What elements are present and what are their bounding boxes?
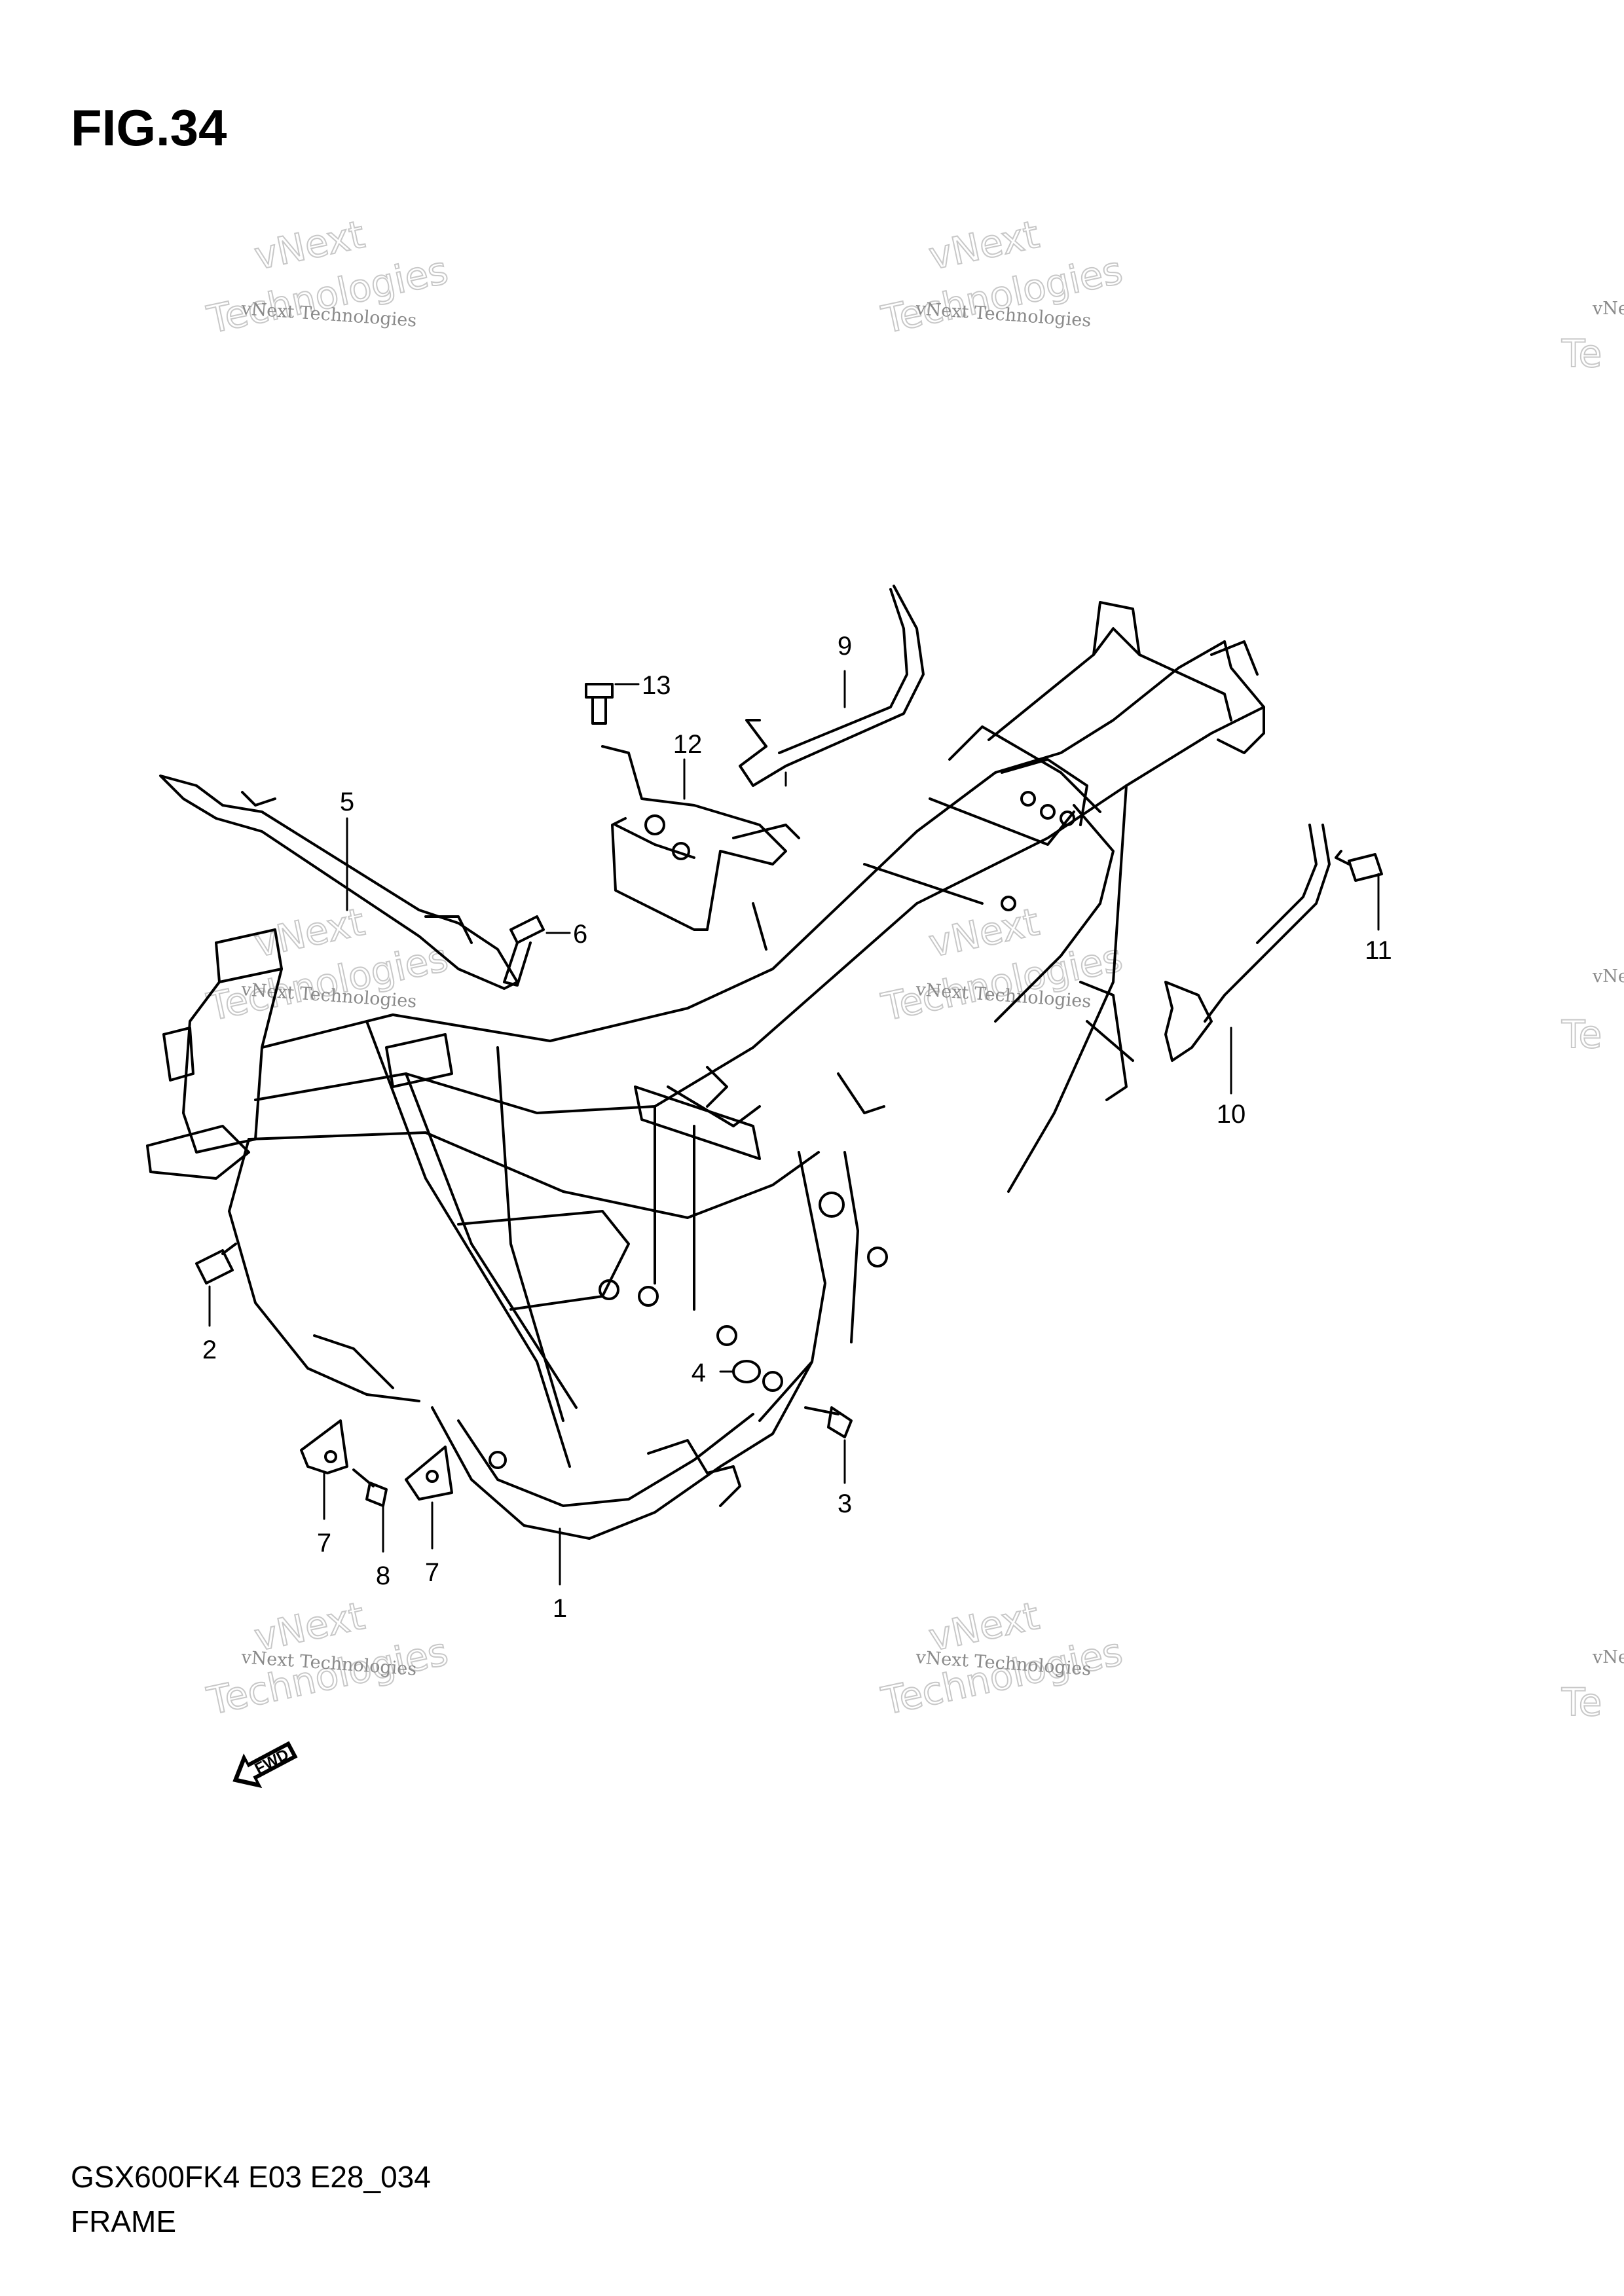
- watermark-big-edge: Te: [1561, 1680, 1602, 1724]
- callout-4: 4: [692, 1358, 706, 1387]
- watermark-small-edge: vNe: [1592, 1647, 1624, 1667]
- leader-lines: [208, 670, 1380, 1586]
- callout-7a: 7: [317, 1529, 331, 1558]
- watermark-big-edge: Te: [1561, 1012, 1602, 1057]
- watermarks: vNext Technologies vNext Technologies vN…: [202, 211, 1624, 1725]
- callout-12: 12: [673, 730, 703, 759]
- figure-title: FIG.34: [71, 99, 227, 156]
- part-bolt-2: [195, 1243, 237, 1285]
- main-frame: [146, 601, 1265, 1540]
- watermark: vNext Technologies: [877, 1593, 1127, 1724]
- callout-11: 11: [1365, 936, 1392, 965]
- callout-2: 2: [202, 1336, 217, 1364]
- watermark: vNext Technologies: [202, 1593, 452, 1724]
- part-plate-12: [601, 745, 800, 931]
- watermark-small-edge: vNe: [1592, 966, 1624, 987]
- callout-10: 10: [1217, 1100, 1246, 1129]
- callout-6: 6: [573, 920, 587, 949]
- callout-5: 5: [340, 788, 354, 816]
- part-bolt-3: [804, 1406, 853, 1438]
- callouts: 1 2 3 4 5 6 7 8 7 9 10 11 12 13: [202, 632, 1392, 1623]
- watermark-small-edge: vNe: [1592, 299, 1624, 319]
- callout-3: 3: [838, 1489, 852, 1518]
- section-name: FRAME: [71, 2204, 176, 2238]
- part-collar-4: [732, 1360, 761, 1383]
- model-code: GSX600FK4 E03 E28_034: [71, 2160, 431, 2194]
- callout-1: 1: [553, 1594, 567, 1623]
- part-bracket-9: [739, 585, 925, 787]
- part-plate-7a: [300, 1419, 348, 1474]
- part-bolt-6: [503, 915, 545, 987]
- part-bracket-10: [1164, 824, 1331, 1062]
- callout-9: 9: [838, 632, 852, 661]
- callout-7b: 7: [425, 1558, 439, 1587]
- part-plate-7b: [405, 1446, 453, 1501]
- callout-8: 8: [376, 1561, 390, 1590]
- part-bolt-13: [585, 683, 614, 725]
- callout-13: 13: [642, 671, 671, 700]
- watermark: vNext Technologies: [877, 211, 1127, 343]
- fwd-arrow-icon: FWD: [232, 1741, 298, 1789]
- watermark-big-edge: Te: [1561, 331, 1602, 376]
- part-bolt-8: [352, 1468, 388, 1507]
- part-bolt-11: [1335, 850, 1383, 882]
